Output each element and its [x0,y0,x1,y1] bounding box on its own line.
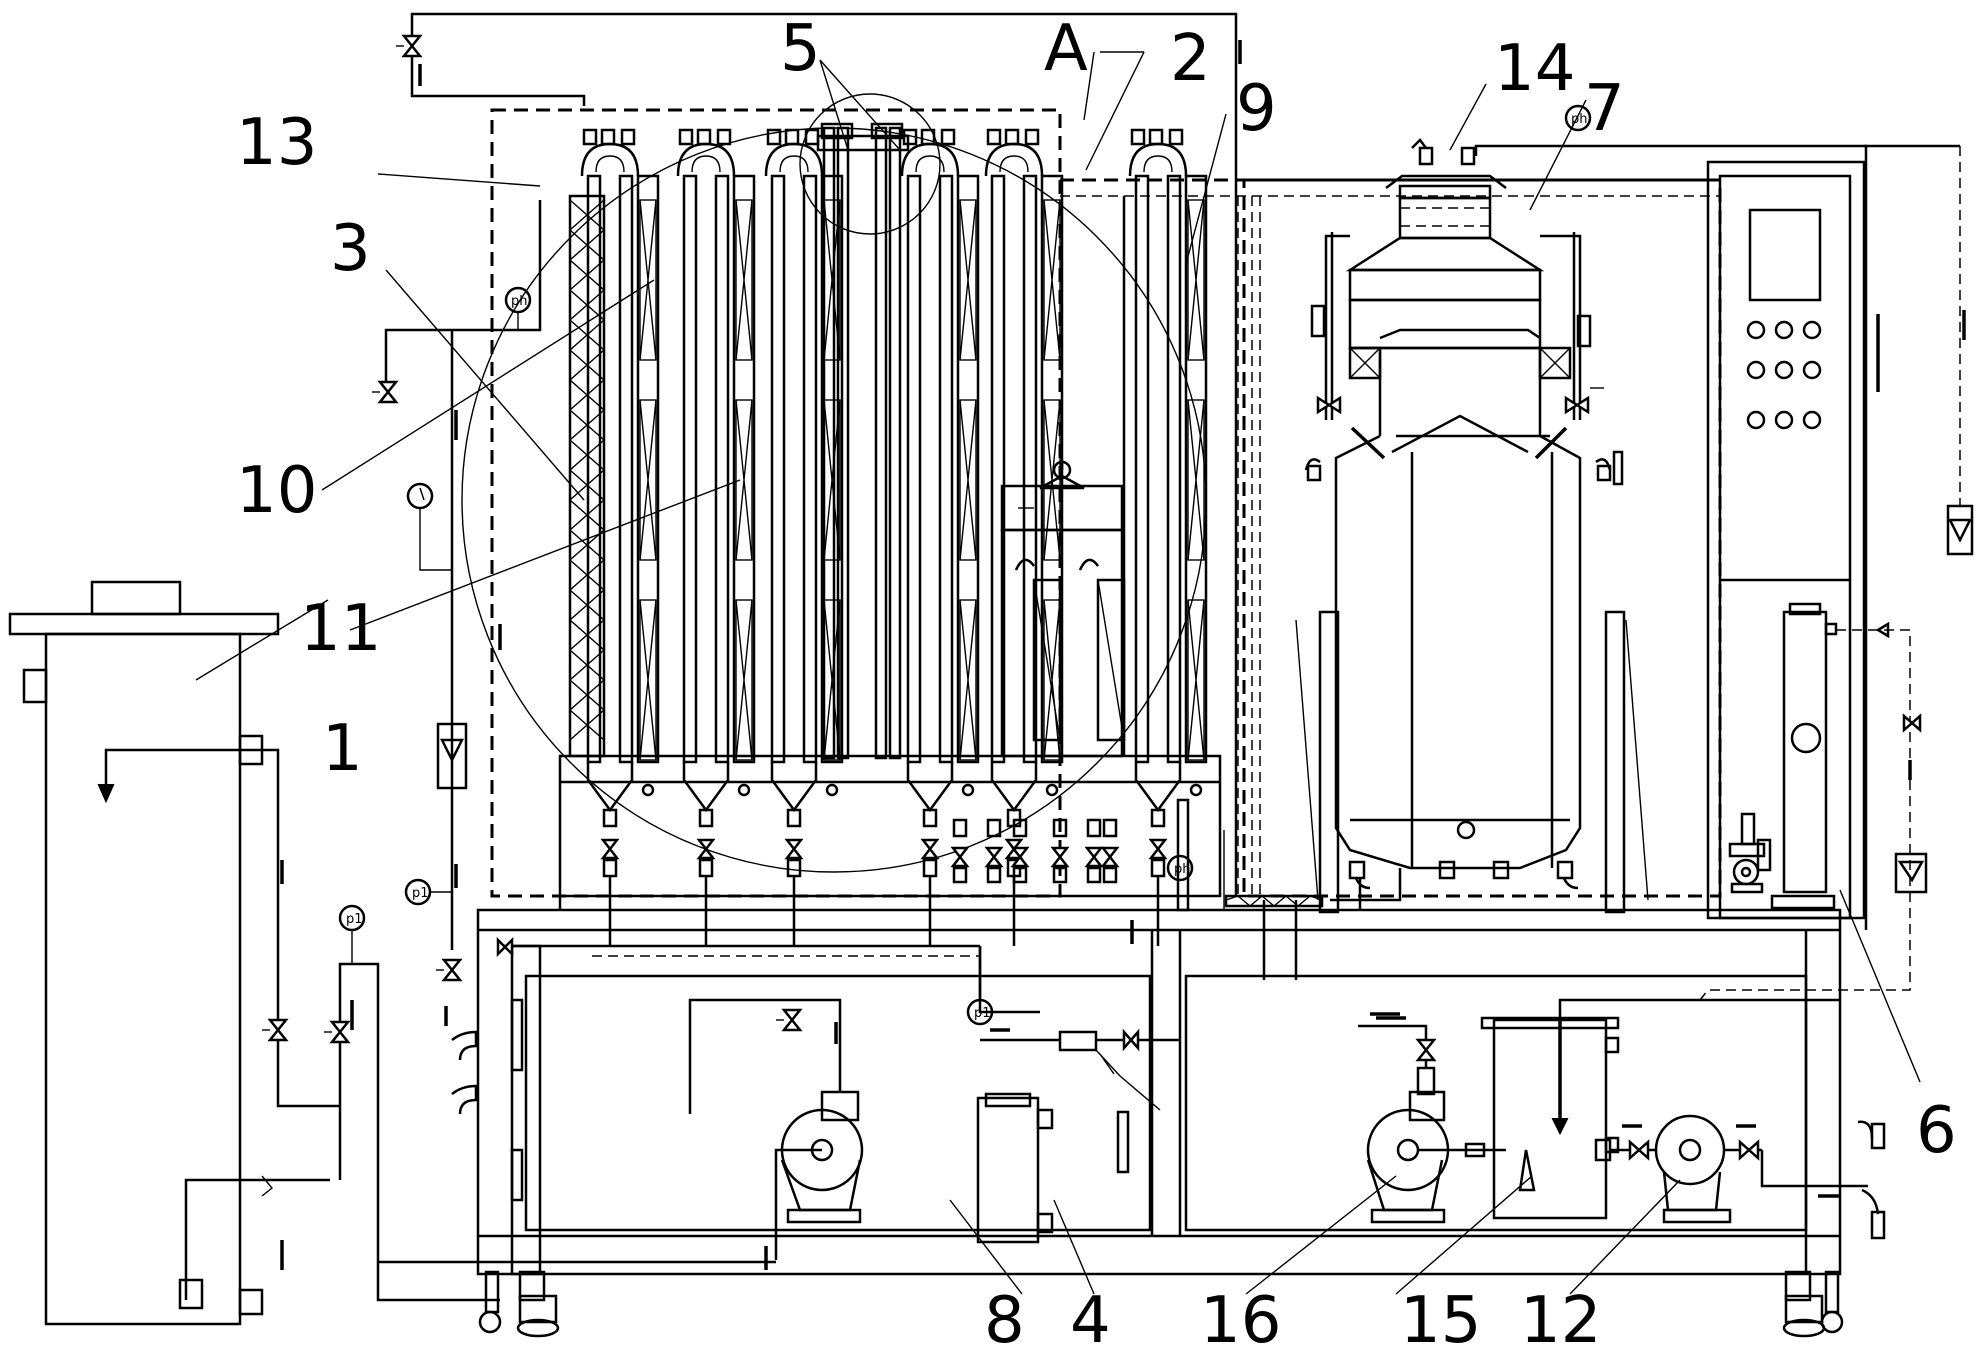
bottom-valve [1084,818,1104,884]
component-4-filter [976,1092,1130,1244]
pump-16 [1358,1012,1536,1224]
tank-1 [8,580,330,1326]
column-unit [580,128,660,946]
pressure-gauge-p1-mid: p1 [974,1006,991,1021]
callout-8: 8 [984,1284,1025,1351]
detail-circle [461,127,1207,873]
bottom-valve [1100,818,1120,884]
callout-13: 13 [236,106,317,180]
tank-supply-piping: p1 [262,748,500,1302]
rack-connectors: ph [1130,196,1324,980]
control-cabinet [1699,144,1974,1001]
tank-15 [1480,998,1840,1220]
callout-4: 4 [1070,1284,1111,1351]
column-unit [984,128,1064,946]
pump-8 [378,998,864,1270]
separation-columns [580,128,1208,946]
callout-5: 5 [780,12,821,86]
bottom-valve [1010,818,1030,884]
callout-16: 16 [1200,1284,1281,1351]
callout-9: 9 [1236,72,1277,146]
callout-7: 7 [1584,72,1625,146]
callout-2: 2 [1170,22,1211,96]
callout-10: 10 [236,454,317,528]
ph-probe-mid: ph [1174,862,1191,877]
callout-14: 14 [1494,32,1575,106]
pump-12 [1610,1114,1868,1224]
callout-11: 11 [300,592,381,666]
bottom-valve [1050,818,1070,884]
callout-12: 12 [1520,1284,1601,1351]
leader-lines [195,51,1921,1295]
callout-3: 3 [330,212,371,286]
callout-6: 6 [1916,1094,1957,1168]
pressure-gauge-p1-left: p1 [346,912,363,927]
column-unit [676,128,756,946]
callout-15: 15 [1400,1284,1481,1351]
dosing-vessel [1000,196,1126,758]
ph-probe-left: ph [511,294,528,309]
column-unit [1128,128,1208,946]
callout-A: A [1044,12,1088,86]
column-unit [764,128,844,946]
bottom-valve [950,818,970,884]
crystallizer-7: ph [1242,104,1880,930]
left-rack-piping: ph p1 [372,200,542,1026]
bottom-valve-row [950,818,1120,884]
ph-probe-bottom-left: p1 [412,886,429,901]
drain-manifold: p1 [496,896,1406,1111]
callout-labels: 1 2 3 4 5 6 7 8 9 10 11 12 13 14 15 16 A [236,12,1957,1351]
column-unit [900,128,980,946]
callout-1: 1 [322,712,363,786]
ph-probe-top: ph [1571,112,1588,127]
bottom-valve [984,818,1004,884]
